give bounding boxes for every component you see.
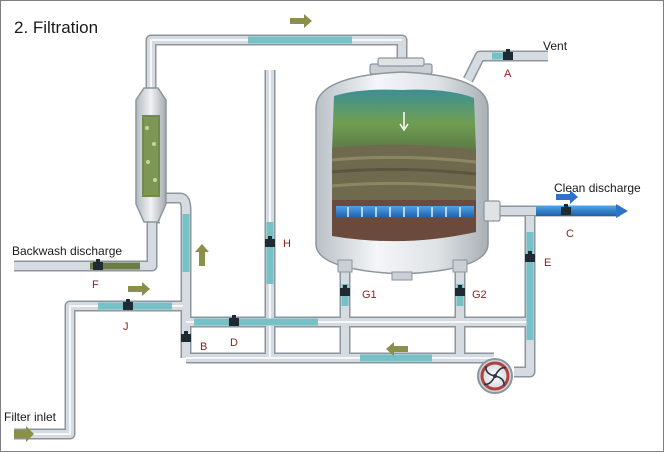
valve-b-label: B	[200, 341, 207, 353]
inlet-flow-arrow-icon	[128, 282, 150, 296]
pipe-network	[14, 34, 620, 440]
filter-inlet-label: Filter inlet	[4, 410, 57, 424]
clean-discharge-arrow-icon	[616, 204, 628, 218]
valve-e-label: E	[544, 257, 551, 269]
valve-g1-label: G1	[362, 289, 377, 301]
valve-c-label: C	[566, 228, 574, 240]
vent-label: Vent	[543, 39, 568, 53]
return-flow-arrow-icon	[386, 342, 408, 356]
diagram-title: 2. Filtration	[14, 18, 98, 37]
filter-inlet-arrow-icon	[14, 426, 34, 442]
up-flow-arrow-icon	[195, 244, 209, 266]
clean-discharge-flow	[536, 206, 620, 216]
clean-discharge-label: Clean discharge	[554, 181, 641, 195]
clean-flow-arrow-icon	[556, 190, 578, 204]
valve-j-label: J	[123, 321, 129, 333]
pump	[477, 358, 513, 394]
separator-vessel	[135, 87, 167, 223]
valve-f-label: F	[92, 279, 99, 291]
valve-g2-label: G2	[472, 289, 487, 301]
top-flow-arrow-icon	[290, 14, 312, 28]
backwash-discharge-label: Backwash discharge	[12, 244, 122, 258]
valve-a-label: A	[504, 68, 512, 80]
filter-tank	[315, 57, 501, 281]
valve-h-label: H	[283, 238, 291, 250]
valve-d-label: D	[230, 337, 238, 349]
